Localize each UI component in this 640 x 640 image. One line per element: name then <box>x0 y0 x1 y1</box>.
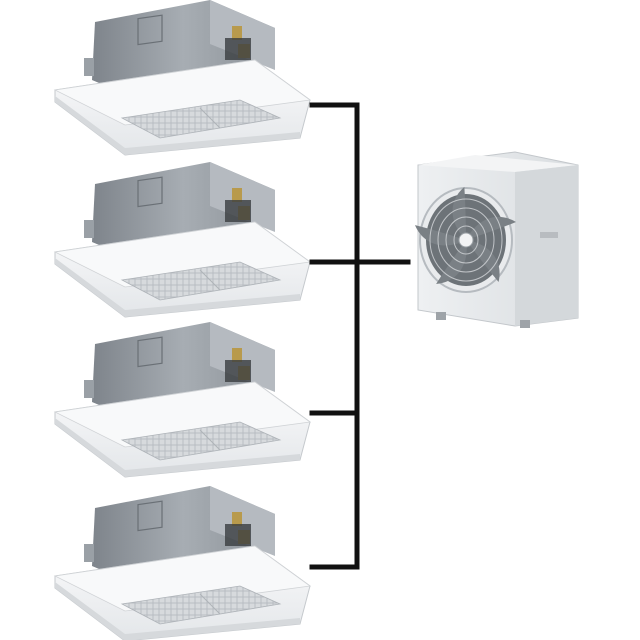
branch-piping <box>309 102 411 570</box>
indoor-unit-4 <box>54 485 311 640</box>
indoor-unit-2 <box>54 161 311 318</box>
fan-guard-icon <box>411 185 516 293</box>
indoor-unit-1 <box>54 0 311 156</box>
main-riser-line <box>309 102 360 570</box>
indoor-unit-3 <box>54 321 311 478</box>
outdoor-unit <box>411 151 579 328</box>
